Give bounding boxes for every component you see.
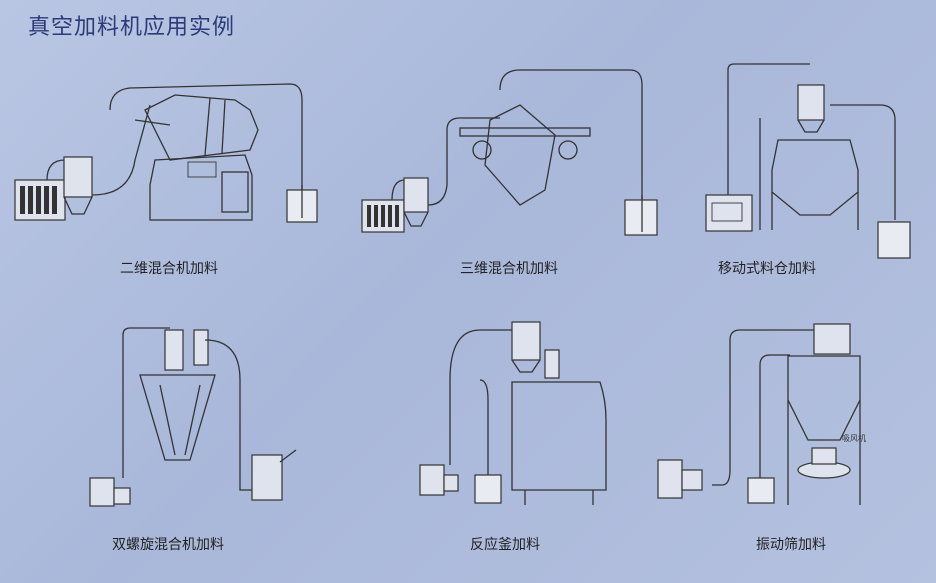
caption-three-d-mixer: 三维混合机加料 [460,261,558,277]
suction-fan [811,447,837,465]
silo-body [771,139,859,216]
feed-pipe [727,63,810,195]
mixer-body [484,104,556,206]
pump-vents [20,186,57,214]
vacuum-pump [89,477,115,507]
return-pipe [759,354,790,366]
return-pipe [109,83,303,190]
feed-pipe [91,104,151,196]
hopper-body [797,84,825,121]
suction-pipe [449,329,520,465]
page-title: 真空加料机应用实例 [28,15,236,40]
suction-hose [391,179,406,201]
caption-vibrating-screen: 振动筛加料 [756,537,826,553]
base-door [221,171,249,213]
silo-body [787,355,861,441]
suction-fan-label: 吸风机 [842,433,866,443]
vacuum-pump [419,464,445,496]
screw-left [159,384,176,456]
material-bucket [624,199,658,236]
joint-left [472,140,492,160]
vacuum-pump [657,459,683,499]
hopper-body [63,156,93,198]
mixer-frame [459,127,591,137]
hopper-body [511,321,541,361]
screw-right [184,384,201,456]
mixer-base [149,154,253,221]
caption-mobile-silo: 移动式料仓加料 [718,261,816,277]
hopper-body [403,177,429,213]
suction-pipe [712,329,820,486]
hopper-cone [63,196,93,215]
return-pipe [479,379,489,475]
material-bucket [474,474,502,504]
drum-shaft [134,119,171,126]
two-d-mixer-diagram [14,83,318,223]
vibrating-screen-diagram: 吸风机 [657,323,866,505]
return-pipe [830,104,896,220]
double-screw-mixer-diagram [89,327,297,507]
hopper-body [813,323,851,355]
three-d-mixer-diagram [361,69,658,236]
caption-reactor: 反应釜加料 [470,537,540,553]
caption-double-screw-mixer: 双螺旋混合机加料 [112,537,224,553]
motor-left [164,329,184,371]
return-pipe [204,339,255,491]
material-bucket [877,221,911,259]
feed-pipe [427,117,500,206]
cone-vessel [139,374,216,461]
return-pipe [499,69,643,200]
reactor-vessel [511,381,607,491]
mobile-silo-diagram [705,63,911,259]
receiver-bin [251,454,283,501]
caption-two-d-mixer: 二维混合机加料 [120,261,218,277]
vacuum-pump-unit [705,194,753,232]
agitator-motor [544,349,560,379]
feed-pipe [122,327,170,478]
joint-right [558,140,578,160]
hopper-body [193,329,209,366]
reactor-diagram [419,321,607,505]
mixer-drum [144,94,259,161]
material-bucket [747,477,775,504]
